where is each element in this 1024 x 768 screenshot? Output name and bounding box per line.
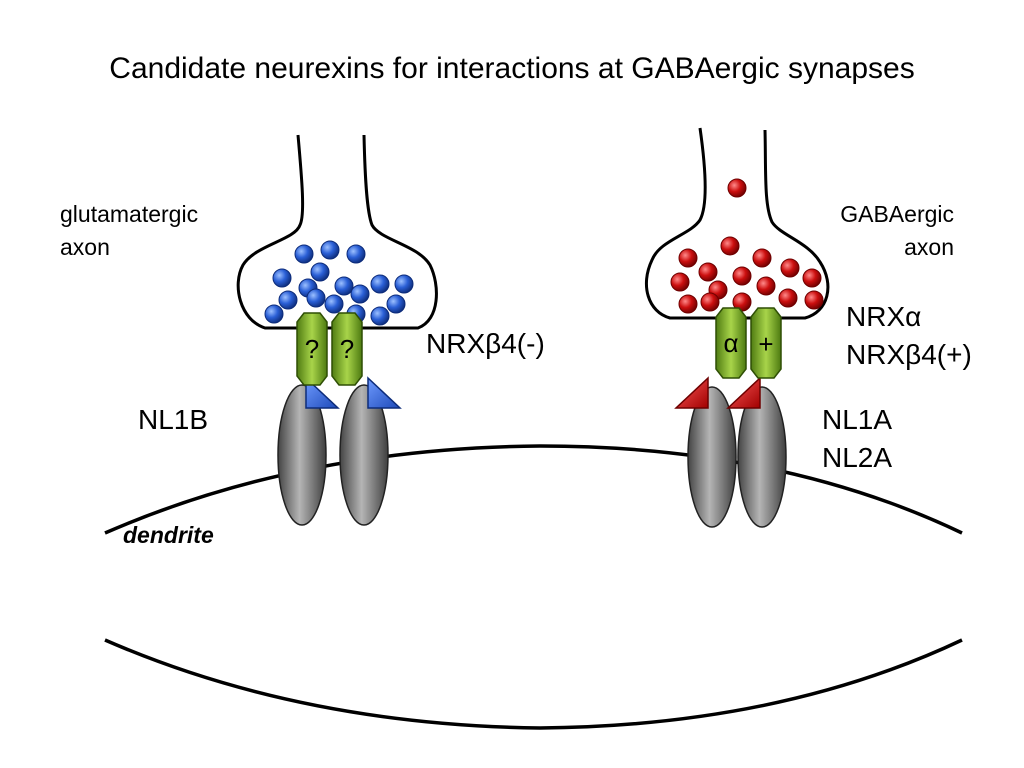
neurexin-right-2-symbol: + xyxy=(758,329,773,359)
neurexin-left-1-symbol: ? xyxy=(305,334,319,364)
neuroligin-a-insert-right-2 xyxy=(726,376,761,409)
neuroligin-right-1 xyxy=(687,386,737,528)
glutamate-vesicles xyxy=(264,240,414,326)
neurexin-right-1 xyxy=(715,307,747,379)
dendrite-label: dendrite xyxy=(123,522,214,548)
neuroligin-b-insert-left-2 xyxy=(367,376,402,409)
dendrite-membrane-bottom xyxy=(104,638,963,730)
neurexin-right-label: NRXα NRXβ4(+) xyxy=(846,301,972,370)
neurexin-beta4-minus-label: NRXβ4(-) xyxy=(426,328,545,359)
neuroligin-right-label: NL1A NL2A xyxy=(822,404,893,473)
neuroligin-left-1 xyxy=(277,384,327,526)
dendrite-membrane-top xyxy=(104,444,963,535)
glutamatergic-axon-label: glutamatergic axon xyxy=(60,201,199,260)
neurexin-left-2 xyxy=(331,312,363,386)
neurexin-right-1-symbol: α xyxy=(723,328,738,358)
neurexin-left-1 xyxy=(296,312,328,386)
gabaergic-axon-label: GABAergic axon xyxy=(840,201,954,260)
neurexin-right-2 xyxy=(750,307,782,379)
diagram-title: Candidate neurexins for interactions at … xyxy=(109,52,915,85)
neuroligin-a-insert-right-1 xyxy=(674,376,709,409)
neurexin-left-2-symbol: ? xyxy=(340,334,354,364)
neuroligin-right-2 xyxy=(737,386,787,528)
glutamatergic-axon-terminal xyxy=(236,134,438,330)
neuroligin-1b-label: NL1B xyxy=(138,404,209,435)
neuroligin-left-2 xyxy=(339,384,389,526)
gaba-vesicles xyxy=(670,178,824,314)
